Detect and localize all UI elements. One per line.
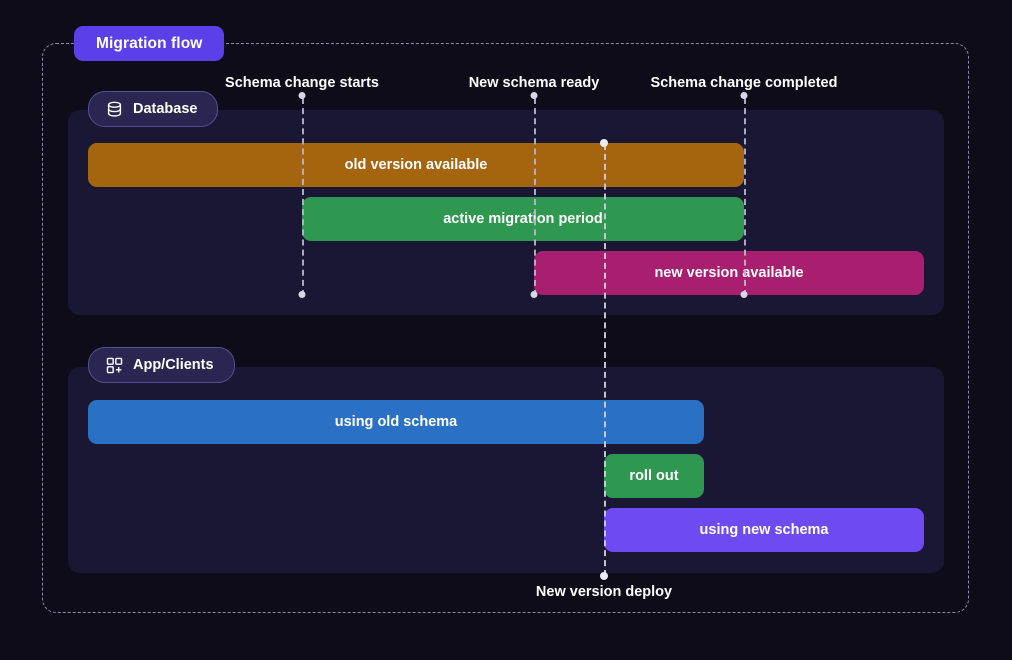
bar-using-new-schema[interactable]: using new schema — [604, 508, 924, 552]
marker-label-schema-change-completed: Schema change completed — [650, 75, 838, 91]
marker-line-schema-change-starts — [302, 98, 304, 296]
bar-old-version-available[interactable]: old version available — [88, 143, 744, 187]
grid-plus-icon — [105, 356, 124, 375]
bar-label: new version available — [654, 265, 804, 281]
lane-chip-app-clients[interactable]: App/Clients — [88, 347, 235, 383]
bar-active-migration-period[interactable]: active migration period — [302, 197, 744, 241]
deploy-dot-bottom — [600, 572, 608, 580]
bar-label: roll out — [629, 468, 679, 484]
marker-label-new-schema-ready: New schema ready — [468, 75, 600, 91]
marker-dot-bottom — [530, 291, 538, 298]
bar-using-old-schema[interactable]: using old schema — [88, 400, 704, 444]
bar-label: active migration period — [443, 211, 603, 227]
bar-new-version-available[interactable]: new version available — [534, 251, 924, 295]
marker-dot-top — [298, 92, 306, 99]
lane-chip-database[interactable]: Database — [88, 91, 219, 127]
database-icon — [105, 100, 124, 119]
marker-line-schema-change-completed — [744, 98, 746, 296]
marker-label-schema-change-starts: Schema change starts — [225, 75, 379, 91]
marker-dot-top — [530, 92, 538, 99]
marker-dot-bottom — [298, 291, 306, 298]
diagram-frame — [42, 43, 969, 613]
deploy-marker-label: New version deploy — [535, 584, 673, 600]
deploy-dot-top — [600, 139, 608, 147]
lane-chip-database-label: Database — [133, 101, 198, 117]
marker-dot-bottom — [740, 291, 748, 298]
diagram-title-chip: Migration flow — [74, 26, 225, 61]
page-title: Migration flow — [96, 34, 203, 52]
lane-chip-app-clients-label: App/Clients — [133, 357, 214, 373]
marker-dot-top — [740, 92, 748, 99]
deploy-line — [604, 144, 606, 576]
marker-line-new-schema-ready — [534, 98, 536, 296]
bar-label: using new schema — [699, 522, 829, 538]
bar-roll-out[interactable]: roll out — [604, 454, 704, 498]
bar-label: using old schema — [334, 414, 458, 430]
bar-label: old version available — [344, 157, 488, 173]
